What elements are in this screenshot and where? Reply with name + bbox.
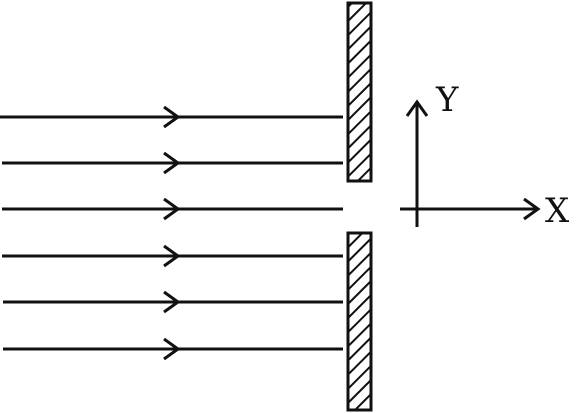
ray-3-through-slit bbox=[2, 197, 343, 221]
ray-arrowhead bbox=[163, 151, 181, 175]
ray-2 bbox=[2, 151, 343, 175]
y-axis-label: Y bbox=[435, 80, 459, 120]
lower-plate bbox=[346, 231, 373, 412]
ray-6 bbox=[3, 337, 343, 361]
ray-arrowhead bbox=[163, 290, 181, 314]
x-axis-label: X bbox=[545, 191, 570, 231]
slit-barrier bbox=[346, 1, 373, 412]
coordinate-axes bbox=[400, 99, 541, 227]
incident-beam bbox=[0, 105, 343, 361]
ray-arrowhead bbox=[163, 197, 181, 221]
ray-arrowhead bbox=[163, 244, 181, 268]
ray-arrowhead bbox=[163, 105, 181, 129]
ray-4 bbox=[2, 244, 343, 268]
ray-5 bbox=[3, 290, 343, 314]
ray-1 bbox=[0, 105, 343, 129]
upper-plate bbox=[346, 1, 373, 183]
ray-arrowhead bbox=[163, 337, 181, 361]
y-axis-arrowhead bbox=[405, 99, 429, 117]
x-axis-arrowhead bbox=[523, 197, 541, 221]
